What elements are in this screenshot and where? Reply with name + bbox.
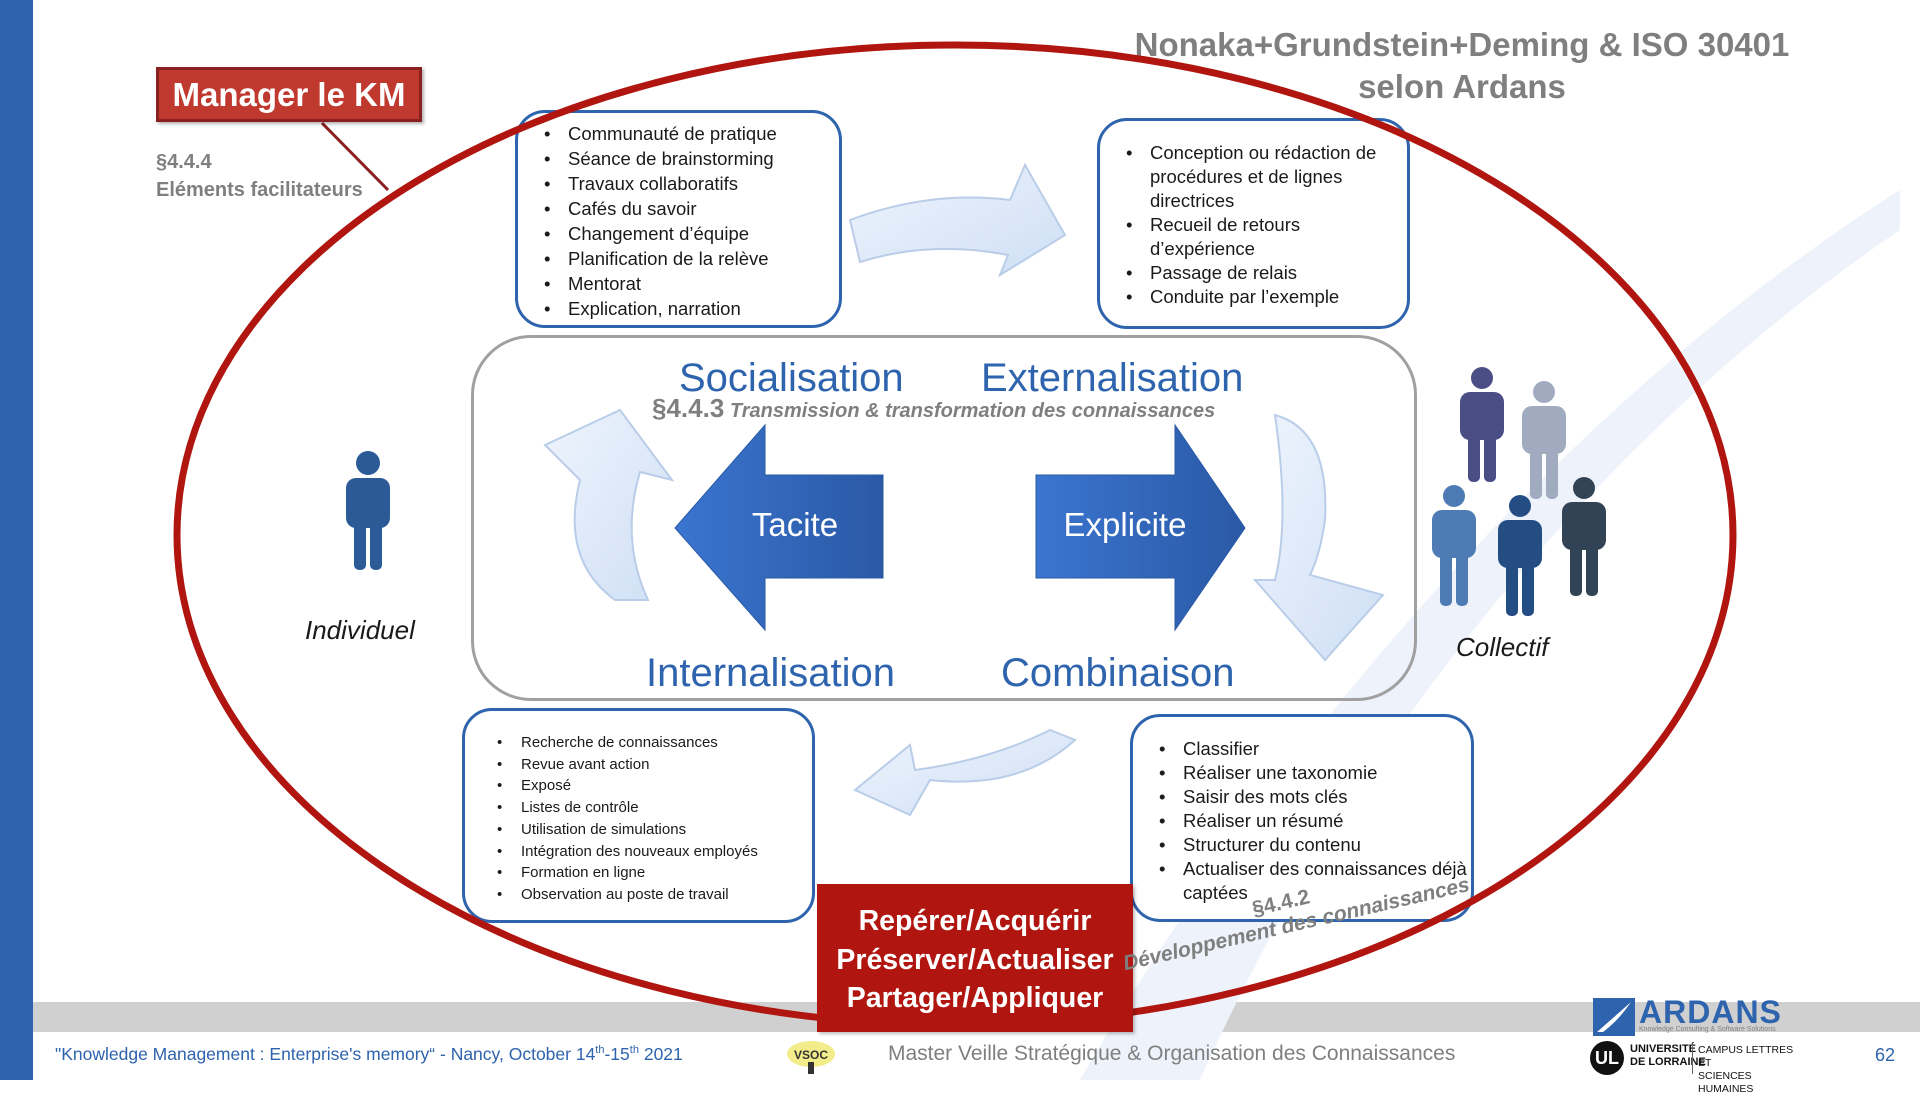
quadrant-combinaison: Combinaison <box>1001 651 1235 695</box>
ardans-logo-mark-icon <box>1593 998 1635 1036</box>
page-number: 62 <box>1875 1045 1896 1065</box>
development-actions-box: Repérer/Acquérir Préserver/Actualiser Pa… <box>817 884 1133 1032</box>
event-text: "Knowledge Management : Enterprise's mem… <box>55 1044 596 1064</box>
vsoc-logo-icon: VSOC <box>787 1041 835 1074</box>
socialisation-practices-box: Communauté de pratiqueSéance de brainsto… <box>515 110 842 328</box>
practice-item: Mentorat <box>534 271 839 296</box>
vsoc-logo: VSOC <box>784 1040 838 1078</box>
title-line-2: selon Ardans <box>1358 68 1566 105</box>
practice-list: Communauté de pratiqueSéance de brainsto… <box>534 121 839 321</box>
action-line: Repérer/Acquérir <box>858 905 1092 937</box>
practice-item: Changement d’équipe <box>534 221 839 246</box>
externalisation-practices-box: Conception ou rédaction de procédures et… <box>1097 118 1410 329</box>
university-name: UNIVERSITÉ DE LORRAINE <box>1630 1043 1706 1069</box>
section-number: §4.4.4 <box>156 151 212 173</box>
practice-item: Conduite par l’exemple <box>1116 285 1407 309</box>
university-line: DE LORRAINE <box>1630 1056 1706 1068</box>
ordinal: th <box>629 1044 639 1057</box>
practice-item: Exposé <box>487 775 812 797</box>
logo-divider <box>1692 1042 1693 1074</box>
individuel-label: Individuel <box>305 615 415 645</box>
ul-logo-icon: UL <box>1590 1041 1624 1075</box>
explicite-label: Explicite <box>1063 506 1187 543</box>
transformation-frame <box>471 335 1417 701</box>
practice-item: Explication, narration <box>534 296 839 321</box>
tacite-label: Tacite <box>751 506 839 543</box>
practice-item: Structurer du contenu <box>1149 833 1471 857</box>
practice-item: Travaux collaboratifs <box>534 171 839 196</box>
practice-item: Revue avant action <box>487 754 812 776</box>
campus-name: CAMPUS LETTRES ET SCIENCES HUMAINES <box>1698 1044 1800 1096</box>
practice-item: Saisir des mots clés <box>1149 785 1471 809</box>
practice-item: Communauté de pratique <box>534 121 839 146</box>
ardans-name: ARDANS <box>1639 994 1782 1030</box>
campus-line: CAMPUS LETTRES ET <box>1698 1044 1794 1069</box>
action-line: Partager/Appliquer <box>846 982 1104 1014</box>
practice-item: Utilisation de simulations <box>487 819 812 841</box>
practice-item: Recueil de retours d’expérience <box>1116 213 1407 261</box>
section-4-4-3: §4.4.3 Transmission & transformation des… <box>652 393 1215 424</box>
practice-item: Recherche de connaissances <box>487 732 812 754</box>
universite-lorraine-logo: UL UNIVERSITÉ DE LORRAINE CAMPUS LETTRES… <box>1590 1040 1800 1095</box>
individual-person-icon <box>346 451 390 570</box>
collective-people-icon <box>1432 367 1606 616</box>
program-footer: Master Veille Stratégique & Organisation… <box>888 1042 1456 1065</box>
section-number: §4.4.3 <box>652 393 725 423</box>
ordinal: th <box>595 1044 605 1057</box>
practice-item: Planification de la relève <box>534 246 839 271</box>
practice-item: Séance de brainstorming <box>534 146 839 171</box>
collectif-label: Collectif <box>1456 632 1549 662</box>
practice-item: Formation en ligne <box>487 862 812 884</box>
university-line: UNIVERSITÉ <box>1630 1043 1697 1055</box>
practice-item: Intégration des nouveaux employés <box>487 841 812 863</box>
campus-line: SCIENCES HUMAINES <box>1698 1070 1754 1095</box>
ardans-tagline: Knowledge Consulting & Software Solution… <box>1639 1026 1776 1033</box>
practice-item: Classifier <box>1149 737 1471 761</box>
title-line-1: Nonaka+Grundstein+Deming & ISO 30401 <box>1134 26 1790 63</box>
section-title: Transmission & transformation des connai… <box>729 400 1216 422</box>
practice-item: Passage de relais <box>1116 261 1407 285</box>
ardans-logo: ARDANS Knowledge Consulting & Software S… <box>1593 994 1789 1036</box>
practice-item: Réaliser un résumé <box>1149 809 1471 833</box>
event-footer: "Knowledge Management : Enterprise's mem… <box>55 1044 683 1065</box>
manager-le-km-label: Manager le KM <box>156 67 422 122</box>
arrow-soc-to-ext <box>848 162 1067 278</box>
practice-list: Conception ou rédaction de procédures et… <box>1116 141 1407 309</box>
practice-item: Cafés du savoir <box>534 196 839 221</box>
slide-title: Nonaka+Grundstein+Deming & ISO 30401 sel… <box>1102 24 1822 108</box>
quadrant-internalisation: Internalisation <box>646 651 896 695</box>
practice-item: Conception ou rédaction de procédures et… <box>1116 141 1407 213</box>
left-accent-bar <box>0 0 33 1080</box>
event-text: -15 <box>604 1044 630 1064</box>
practice-item: Réaliser une taxonomie <box>1149 761 1471 785</box>
arrow-comb-to-int <box>853 728 1077 817</box>
vsoc-text: VSOC <box>794 1048 828 1062</box>
practice-list: Recherche de connaissancesRevue avant ac… <box>487 732 812 906</box>
action-line: Préserver/Actualiser <box>836 943 1114 976</box>
internalisation-practices-box: Recherche de connaissancesRevue avant ac… <box>462 708 815 923</box>
practice-item: Listes de contrôle <box>487 797 812 819</box>
event-year: 2021 <box>638 1044 683 1064</box>
section-title: Eléments facilitateurs <box>156 179 363 201</box>
practice-item: Observation au poste de travail <box>487 884 812 906</box>
section-4-4-4: §4.4.4 Eléments facilitateurs <box>156 148 363 204</box>
